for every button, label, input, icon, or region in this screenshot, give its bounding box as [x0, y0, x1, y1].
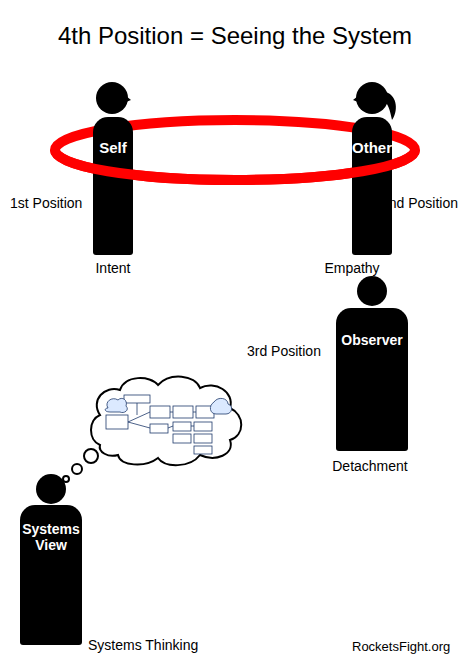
mini-box [194, 446, 212, 454]
position-label: 1st Position [10, 195, 82, 211]
mini-cloud [210, 398, 231, 414]
mini-box [194, 422, 212, 431]
position-label: Systems Thinking [88, 637, 198, 653]
mini-box [173, 422, 191, 431]
person-silhouette: Other [352, 117, 392, 255]
systems-head [36, 474, 66, 504]
mini-cloud [105, 398, 127, 412]
diagram-title: 4th Position = Seeing the System [0, 22, 470, 50]
mini-box [106, 415, 128, 429]
mini-box [173, 434, 191, 443]
thought-dot [63, 476, 69, 482]
self-nose [126, 96, 131, 102]
observer-head [357, 276, 387, 306]
self-head [96, 82, 128, 114]
person-silhouette: Systems View [20, 505, 82, 645]
node-label: Observer [336, 332, 408, 348]
position-label: Intent [33, 260, 193, 276]
position-label: 2nd Position [381, 195, 458, 211]
other-head [356, 82, 388, 114]
node-label: Systems View [20, 521, 82, 553]
mini-wire [128, 403, 196, 428]
mini-box [124, 395, 150, 403]
other-nose [353, 96, 358, 102]
position-label: Empathy [272, 260, 432, 276]
node-label: Other [352, 139, 392, 156]
thought-dot [84, 449, 98, 463]
mini-flowchart [105, 395, 231, 454]
position-label: 3rd Position [247, 343, 321, 359]
person-silhouette: Observer [336, 308, 408, 451]
node-label: Self [93, 139, 133, 156]
thought-cloud [91, 377, 241, 466]
other-ponytail [384, 92, 396, 120]
person-silhouette: Self [93, 117, 133, 255]
position-label: RocketsFight.org [352, 640, 450, 655]
mini-box [150, 406, 170, 418]
position-label: Detachment [290, 458, 450, 474]
mini-box [194, 434, 212, 443]
mini-box [173, 406, 193, 418]
mini-box [150, 424, 168, 433]
thought-dot [72, 464, 82, 474]
